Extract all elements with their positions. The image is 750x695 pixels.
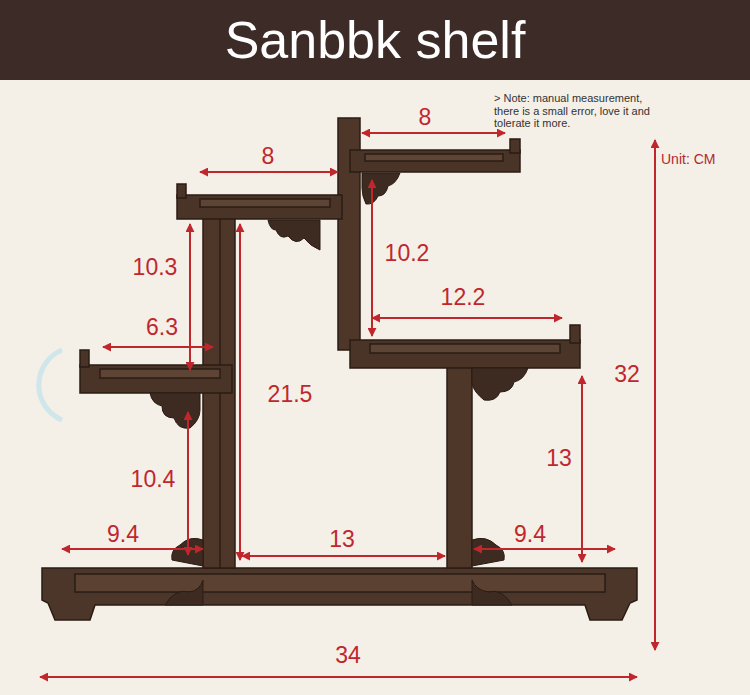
dimension-value: 32 bbox=[614, 362, 640, 387]
carved-brackets bbox=[150, 173, 528, 605]
dimension-value: 12.2 bbox=[441, 285, 486, 310]
watermark-arc bbox=[39, 350, 62, 420]
shelf-wood bbox=[42, 118, 637, 620]
dimension-value: 9.4 bbox=[514, 522, 546, 547]
dimension-value: 9.4 bbox=[107, 522, 139, 547]
dimension-value: 10.2 bbox=[385, 241, 430, 266]
dimension-value: 10.4 bbox=[131, 467, 176, 492]
dimension-value: 34 bbox=[335, 643, 361, 668]
dimension-value: 21.5 bbox=[268, 382, 313, 407]
title: Sanbbk shelf bbox=[0, 0, 750, 80]
title-banner bbox=[0, 0, 750, 80]
dimension-value: 13 bbox=[329, 527, 355, 552]
dimension-value: 6.3 bbox=[146, 315, 178, 340]
note-text: > Note: manual measurement, there is a s… bbox=[494, 92, 666, 130]
dimension-value: 10.3 bbox=[133, 255, 178, 280]
unit-label: Unit: CM bbox=[661, 152, 715, 167]
dimension-value: 8 bbox=[262, 144, 275, 169]
dimension-value: 8 bbox=[419, 105, 432, 130]
dimension-lines bbox=[40, 133, 655, 677]
dimension-value: 13 bbox=[546, 446, 572, 471]
